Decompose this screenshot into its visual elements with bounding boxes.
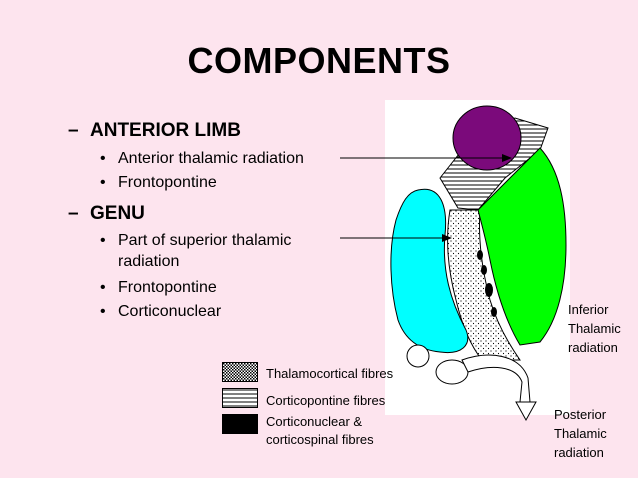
legend-label: Corticopontine fibres xyxy=(266,393,386,408)
list-item: •Corticonuclear xyxy=(100,303,222,320)
caudate-head xyxy=(452,105,522,171)
corticonuclear-fibre xyxy=(481,265,487,275)
posterior-limb xyxy=(447,209,521,361)
corticonuclear-fibre xyxy=(491,307,497,317)
heading-anterior-limb: –ANTERIOR LIMB xyxy=(68,120,241,141)
arrow-head xyxy=(502,154,512,162)
slide-title: COMPONENTS xyxy=(187,40,451,81)
list-item: •Frontopontine xyxy=(100,174,217,191)
legend-swatch-lines xyxy=(222,388,258,408)
posterior-thalamic-radiation-label: Posterior Thalamic radiation xyxy=(554,407,607,460)
list-item: •Anterior thalamic radiation xyxy=(100,150,304,167)
lentiform-nucleus xyxy=(390,188,469,354)
list-item: •Frontopontine xyxy=(100,279,217,296)
corticonuclear-fibre xyxy=(485,283,493,297)
corticonuclear-fibre xyxy=(477,250,483,260)
thalamus xyxy=(477,147,567,346)
legend-swatch-solid xyxy=(222,414,258,434)
lower-loop xyxy=(406,344,430,368)
inferior-thalamic-radiation-label: Inferior Thalamic radiation xyxy=(568,302,621,355)
arrow-head xyxy=(442,234,452,242)
legend-swatch-stipple xyxy=(222,362,258,382)
lower-loop xyxy=(435,359,469,385)
legend-label: Thalamocortical fibres xyxy=(266,366,394,381)
arrow-head xyxy=(515,401,537,422)
list-item: •Part of superior thalamic radiation xyxy=(100,232,292,270)
heading-genu: –GENU xyxy=(68,203,145,224)
legend-label: Corticonuclear & corticospinal fibres xyxy=(266,414,374,447)
